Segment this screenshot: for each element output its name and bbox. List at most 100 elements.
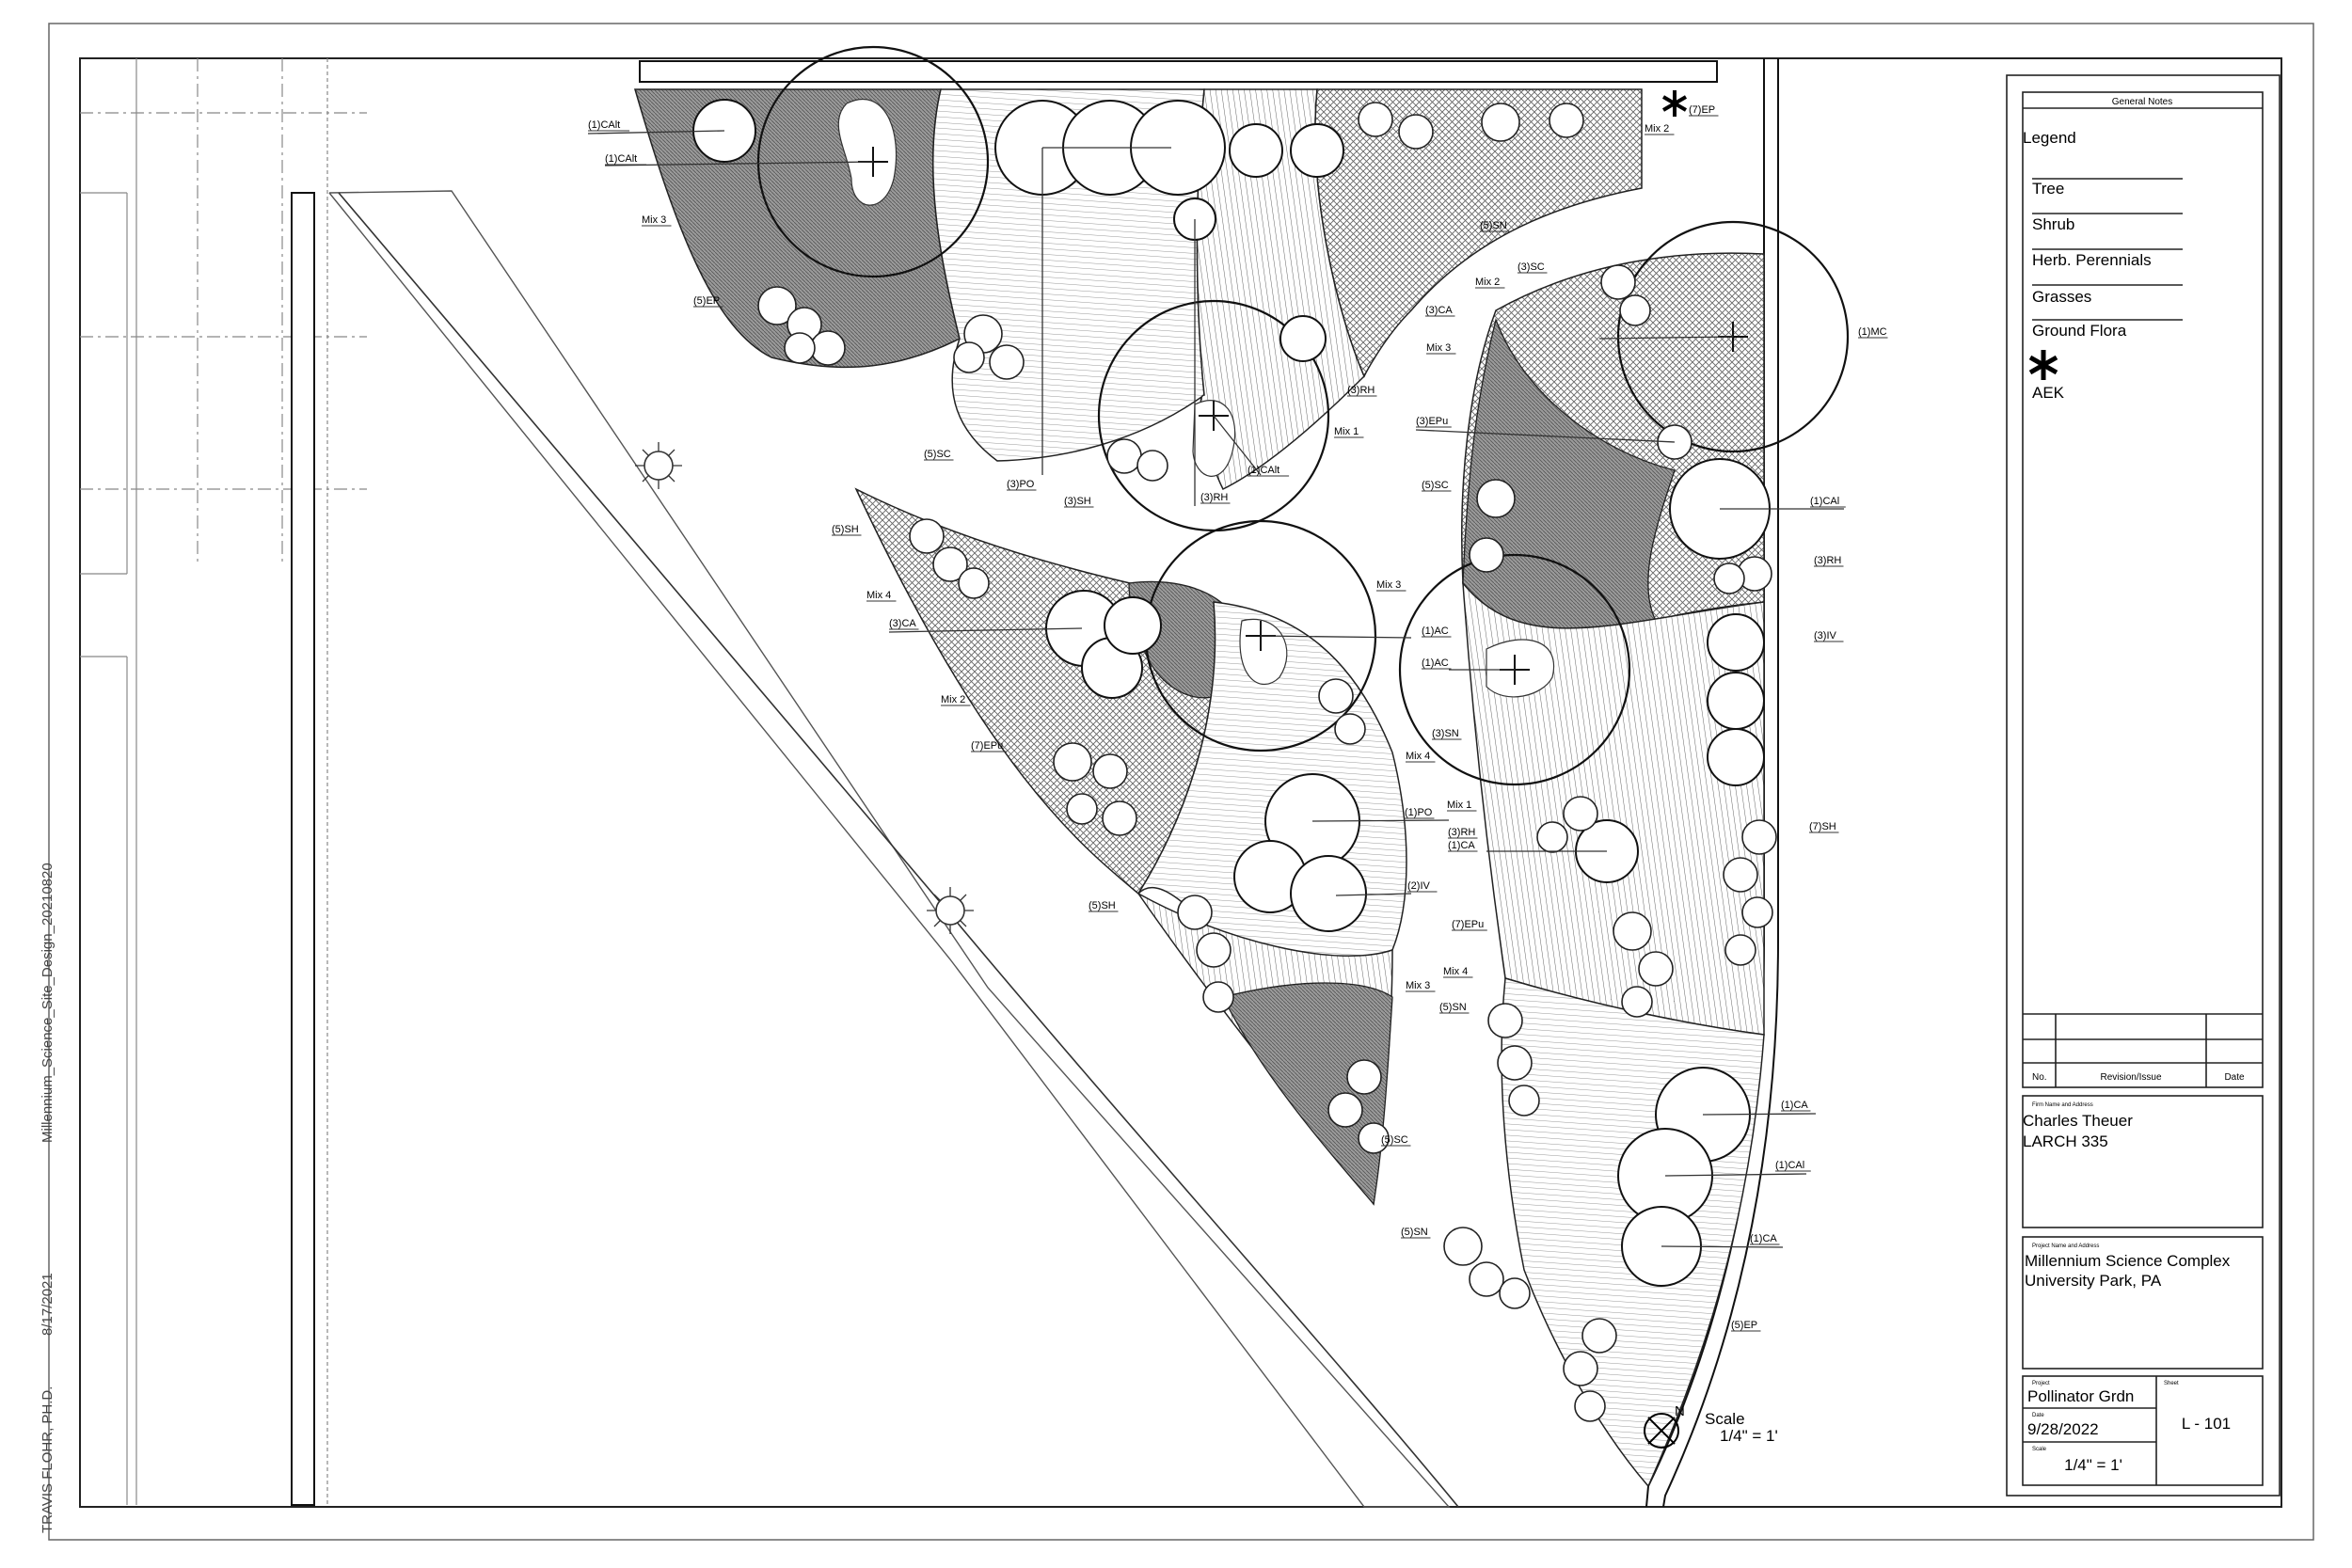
proj-caption: Project [2032, 1381, 2050, 1386]
plant-label: (5)SN [1401, 1227, 1428, 1238]
legend-aek: AEK [2032, 384, 2065, 402]
revision-no-header: No. [2032, 1072, 2047, 1083]
legend-ground-flora: Ground Flora [2032, 322, 2127, 340]
plant-label: (1)CA [1781, 1100, 1808, 1111]
walkway-diagonal [328, 190, 1451, 1508]
plant-label: Mix 2 [1645, 123, 1669, 135]
plant-label: (1)CAlt [605, 153, 637, 165]
plant-label: (3)CA [1425, 305, 1453, 316]
revision-date-header: Date [2224, 1072, 2245, 1083]
legend-shrub: Shrub [2032, 215, 2074, 233]
perennial-drifts [757, 102, 1777, 1422]
plant-label: Mix 4 [866, 590, 891, 601]
legend-herb-perennials: Herb. Perennials [2032, 251, 2152, 269]
plant-label: (1)AC [1422, 626, 1449, 637]
plant-label: (7)EP [1689, 104, 1715, 116]
plant-label: Mix 3 [1376, 579, 1401, 591]
plant-label: Mix 3 [1426, 342, 1451, 354]
revision-issue-header: Revision/Issue [2100, 1072, 2161, 1083]
firm-name: Charles Theuer [2023, 1112, 2133, 1130]
plant-label: (3)EPu [1416, 416, 1448, 427]
plant-label: (5)SC [924, 449, 951, 460]
wall-left [291, 192, 315, 1506]
plant-label: (7)EPu [1452, 919, 1484, 930]
plant-label: Mix 1 [1447, 800, 1471, 811]
inner-border [79, 57, 2282, 1508]
plant-label: (3)CA [889, 618, 916, 629]
date-caption: Date [2032, 1413, 2044, 1418]
sheet-caption: Sheet [2164, 1381, 2179, 1386]
plant-label: (5)SN [1439, 1002, 1467, 1013]
plant-label: Mix 3 [642, 214, 666, 226]
date-value: 9/28/2022 [2027, 1420, 2099, 1438]
plant-label: (3)RH [1200, 492, 1228, 503]
drawing-author: TRAVIS FLOHR, PH.D. [40, 1386, 56, 1533]
tree-clearings [837, 98, 1555, 698]
plant-label: (7)SH [1809, 821, 1836, 832]
plant-label: (3)SH [1064, 496, 1091, 507]
plant-label: (5)SC [1381, 1134, 1408, 1146]
plant-label: Mix 4 [1406, 751, 1430, 762]
sheet-number: L - 101 [2182, 1415, 2231, 1433]
plant-label: (3)SN [1432, 728, 1459, 739]
plant-label: Mix 2 [941, 694, 965, 705]
legend-heading: Legend [2023, 129, 2076, 147]
general-notes-heading: General Notes [2112, 97, 2172, 107]
legend-tree: Tree [2032, 180, 2064, 198]
legend-grasses: Grasses [2032, 288, 2091, 306]
plant-label: Mix 3 [1406, 980, 1430, 991]
plant-label: (3)PO [1007, 479, 1035, 490]
plant-label: (5)SC [1422, 480, 1449, 491]
firm-course: LARCH 335 [2023, 1132, 2108, 1150]
project-name: Millennium Science Complex [2025, 1252, 2231, 1270]
plant-label: (1)CAl [1775, 1160, 1804, 1171]
plant-label: (5)SH [1089, 900, 1116, 911]
plant-label: (5)SN [1480, 220, 1507, 231]
plant-label: (3)RH [1814, 555, 1841, 566]
north-arrow-icon [1644, 1413, 1679, 1449]
bed-north-cross [1314, 88, 1643, 378]
north-letter: N [1675, 1403, 1685, 1419]
plant-label: (1)CAlt [1248, 465, 1279, 476]
plant-label: (3)RH [1347, 385, 1375, 396]
plant-label: (7)EPu [971, 740, 1003, 752]
left-site-lines [80, 58, 367, 1505]
plant-label: (3)RH [1448, 827, 1475, 838]
plant-label: Mix 1 [1334, 426, 1359, 437]
plant-label: (5)EP [693, 295, 720, 307]
diagonal-road-edge [338, 192, 1459, 1508]
drawing-file-name: Millennium_Science_Site_Design_20210820 [40, 863, 56, 1143]
plant-label: (1)CA [1750, 1233, 1777, 1244]
project-caption: Project Name and Address [2032, 1243, 2099, 1249]
plant-label: Mix 4 [1443, 966, 1468, 977]
firm-caption: Firm Name and Address [2032, 1102, 2093, 1108]
legend-aek-icon [2028, 350, 2058, 380]
scale-label-value: 1/4" = 1' [1720, 1427, 1778, 1445]
tree-canopies [756, 45, 1850, 786]
plant-label: (1)CAlt [588, 119, 620, 131]
leader-lines [587, 130, 1844, 1248]
plant-label: (3)SC [1518, 261, 1545, 273]
scale-caption: Scale [2032, 1447, 2047, 1452]
plant-label: (1)CAl [1810, 496, 1839, 507]
outer-border [48, 23, 2314, 1541]
plant-label: (1)MC [1858, 326, 1887, 338]
plant-label: (1)CA [1448, 840, 1475, 851]
plant-label: (1)AC [1422, 657, 1449, 669]
scale-value: 1/4" = 1' [2064, 1456, 2122, 1474]
aek-marker-icon [1661, 90, 1688, 117]
plant-label: Mix 2 [1475, 277, 1500, 288]
plant-label: (5)EP [1731, 1320, 1757, 1331]
plant-label: (5)SH [832, 524, 859, 535]
top-wall [639, 60, 1718, 83]
plant-label: (2)IV [1407, 880, 1431, 892]
project-location: University Park, PA [2025, 1272, 2162, 1290]
drawing-date: 8/17/2021 [40, 1273, 56, 1336]
proj-name: Pollinator Grdn [2027, 1387, 2134, 1405]
title-block [2006, 74, 2280, 1497]
plant-label: (1)PO [1405, 807, 1433, 818]
scale-label: Scale [1705, 1410, 1745, 1428]
plant-label: (3)IV [1814, 630, 1837, 641]
